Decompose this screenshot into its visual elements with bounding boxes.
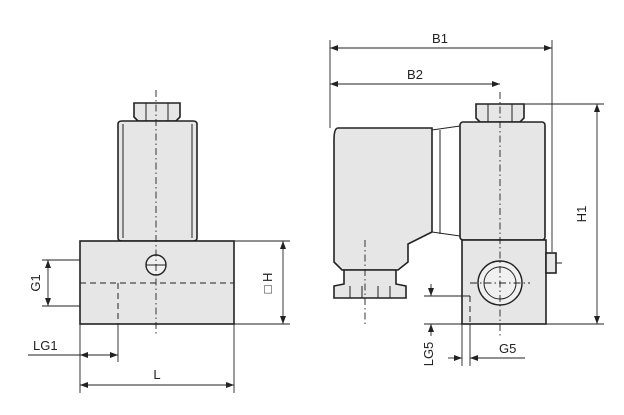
label-h1: H1 bbox=[574, 206, 589, 223]
side-coil bbox=[459, 121, 546, 241]
dimension-l: L bbox=[79, 324, 235, 393]
dimension-h: □ H bbox=[234, 240, 290, 325]
front-top-nut bbox=[133, 102, 181, 122]
label-l: L bbox=[153, 367, 160, 382]
label-b2: B2 bbox=[407, 67, 423, 82]
dimension-g1: G1 bbox=[28, 259, 80, 307]
side-fitting bbox=[545, 252, 557, 274]
dimension-lg5: LG5 bbox=[421, 284, 470, 366]
side-view: B1 B2 H1 LG5 bbox=[329, 31, 604, 366]
label-h: □ H bbox=[260, 273, 275, 294]
front-coil bbox=[117, 120, 198, 242]
label-lg5: LG5 bbox=[421, 342, 436, 367]
dimension-b2: B2 bbox=[330, 67, 500, 87]
side-cable-gland bbox=[333, 269, 407, 299]
dimension-h1: H1 bbox=[524, 103, 604, 325]
label-lg1: LG1 bbox=[33, 338, 58, 353]
dimension-g5: G5 bbox=[448, 324, 525, 366]
front-view: G1 □ H LG1 L bbox=[28, 90, 290, 393]
label-g1: G1 bbox=[28, 274, 43, 291]
label-g5: G5 bbox=[499, 341, 516, 356]
dimension-lg1: LG1 bbox=[28, 324, 119, 362]
label-b1: B1 bbox=[432, 31, 448, 46]
side-connector bbox=[333, 127, 433, 271]
